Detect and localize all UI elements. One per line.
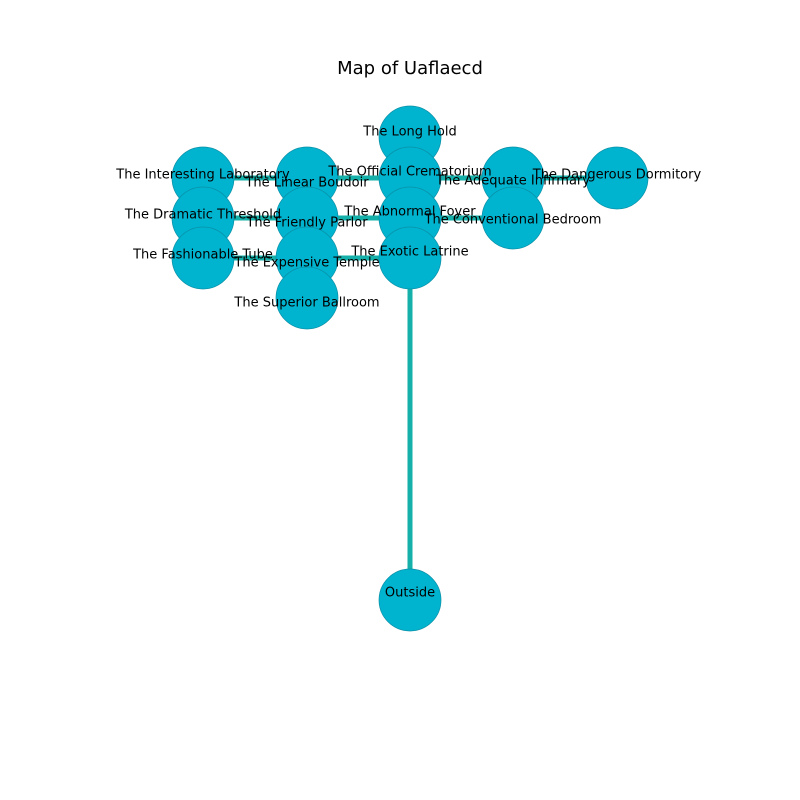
room-label-interesting-laboratory: The Interesting Laboratory	[115, 168, 290, 183]
room-label-exotic-latrine: The Exotic Latrine	[350, 245, 468, 260]
room-label-dangerous-dormitory: The Dangerous Dormitory	[532, 168, 702, 183]
room-label-conventional-bedroom: The Conventional Bedroom	[424, 213, 602, 228]
room-node-dangerous-dormitory[interactable]	[585, 146, 649, 210]
room-node-conventional-bedroom[interactable]	[481, 186, 545, 250]
room-label-expensive-temple: The Expensive Temple	[233, 256, 379, 271]
room-label-adequate-infirmary: The Adequate Infirmary	[435, 174, 590, 189]
room-label-friendly-parlor: The Friendly Parlor	[245, 216, 368, 231]
room-label-fashionable-tube: The Fashionable Tube	[132, 248, 273, 263]
room-node-superior-ballroom[interactable]	[275, 266, 339, 330]
room-label-outside: Outside	[385, 586, 435, 601]
rooms-layer	[171, 105, 649, 632]
room-label-superior-ballroom: The Superior Ballroom	[233, 296, 379, 311]
room-node-outside[interactable]	[378, 568, 442, 632]
room-label-abnormal-foyer: The Abnormal Foyer	[343, 205, 476, 220]
map-title: Map of Uaflaecd	[337, 58, 483, 79]
room-label-linear-boudoir: The Linear Boudoir	[244, 176, 369, 191]
room-node-exotic-latrine[interactable]	[378, 226, 442, 290]
room-label-dramatic-threshold: The Dramatic Threshold	[124, 208, 281, 223]
room-label-long-hold: The Long Hold	[362, 125, 457, 140]
room-node-fashionable-tube[interactable]	[171, 226, 235, 290]
room-label-official-crematorium: The Official Crematorium	[327, 165, 491, 180]
